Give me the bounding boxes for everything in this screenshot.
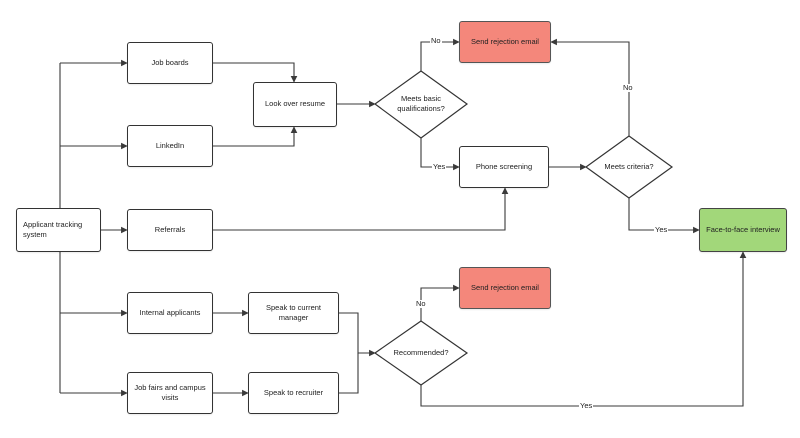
- connector-criteria-yes: [628, 198, 700, 234]
- node-linkedin-label: LinkedIn: [155, 140, 185, 150]
- connector-rec-no: [420, 284, 460, 321]
- node-speak-to-recruiter-label: Speak to recruiter: [263, 387, 324, 397]
- connector-recruiter-to-recommended: [339, 353, 359, 394]
- node-applicant-tracking-system[interactable]: Applicant tracking system: [16, 208, 101, 252]
- node-job-fairs-label: Job fairs and campus visits: [134, 382, 206, 402]
- diamond-recommended: [373, 320, 469, 386]
- node-internal-applicants[interactable]: Internal applicants: [127, 292, 213, 334]
- node-job-fairs[interactable]: Job fairs and campus visits: [127, 372, 213, 414]
- node-phone-screening-label: Phone screening: [475, 161, 533, 171]
- edge-label-basic-no: No: [430, 36, 442, 45]
- node-speak-to-current-manager-label: Speak to current manager: [265, 302, 322, 322]
- node-referrals[interactable]: Referrals: [127, 209, 213, 251]
- node-send-rejection-email-top-label: Send rejection email: [471, 36, 539, 46]
- node-phone-screening[interactable]: Phone screening: [459, 146, 549, 188]
- node-face-to-face-interview-label: Face-to-face interview: [706, 224, 780, 234]
- connector-criteria-no: [550, 38, 630, 136]
- node-internal-applicants-label: Internal applicants: [139, 307, 201, 317]
- node-job-boards-label: Job boards: [151, 57, 189, 67]
- node-linkedin[interactable]: LinkedIn: [127, 125, 213, 167]
- node-speak-to-recruiter[interactable]: Speak to recruiter: [248, 372, 339, 414]
- connector-basic-no: [420, 38, 460, 71]
- edge-label-rec-no: No: [415, 299, 427, 308]
- node-look-over-resume-label: Look over resume: [264, 99, 326, 109]
- connector-job-boards-to-look-over: [213, 62, 298, 83]
- connector-manager-to-recommended: [339, 312, 376, 357]
- connector-linkedin-to-look-over: [213, 126, 298, 147]
- node-face-to-face-interview[interactable]: Face-to-face interview: [699, 208, 787, 252]
- edge-label-basic-yes: Yes: [432, 162, 447, 171]
- node-send-rejection-email-top[interactable]: Send rejection email: [459, 21, 551, 63]
- edge-label-criteria-yes: Yes: [654, 225, 669, 234]
- node-send-rejection-email-bottom[interactable]: Send rejection email: [459, 267, 551, 309]
- node-speak-to-current-manager[interactable]: Speak to current manager: [248, 292, 339, 334]
- edge-label-rec-yes: Yes: [579, 401, 594, 410]
- diamond-meets-basic: [373, 70, 469, 139]
- node-applicant-tracking-system-label: Applicant tracking system: [23, 219, 83, 239]
- node-referrals-label: Referrals: [154, 224, 186, 234]
- connector-referrals-to-phone: [213, 187, 509, 231]
- node-job-boards[interactable]: Job boards: [127, 42, 213, 84]
- diamond-meets-criteria: [584, 135, 674, 199]
- node-look-over-resume[interactable]: Look over resume: [253, 82, 337, 127]
- connector-basic-yes: [420, 138, 460, 171]
- edge-label-criteria-no: No: [622, 83, 634, 92]
- node-send-rejection-email-bottom-label: Send rejection email: [471, 282, 539, 292]
